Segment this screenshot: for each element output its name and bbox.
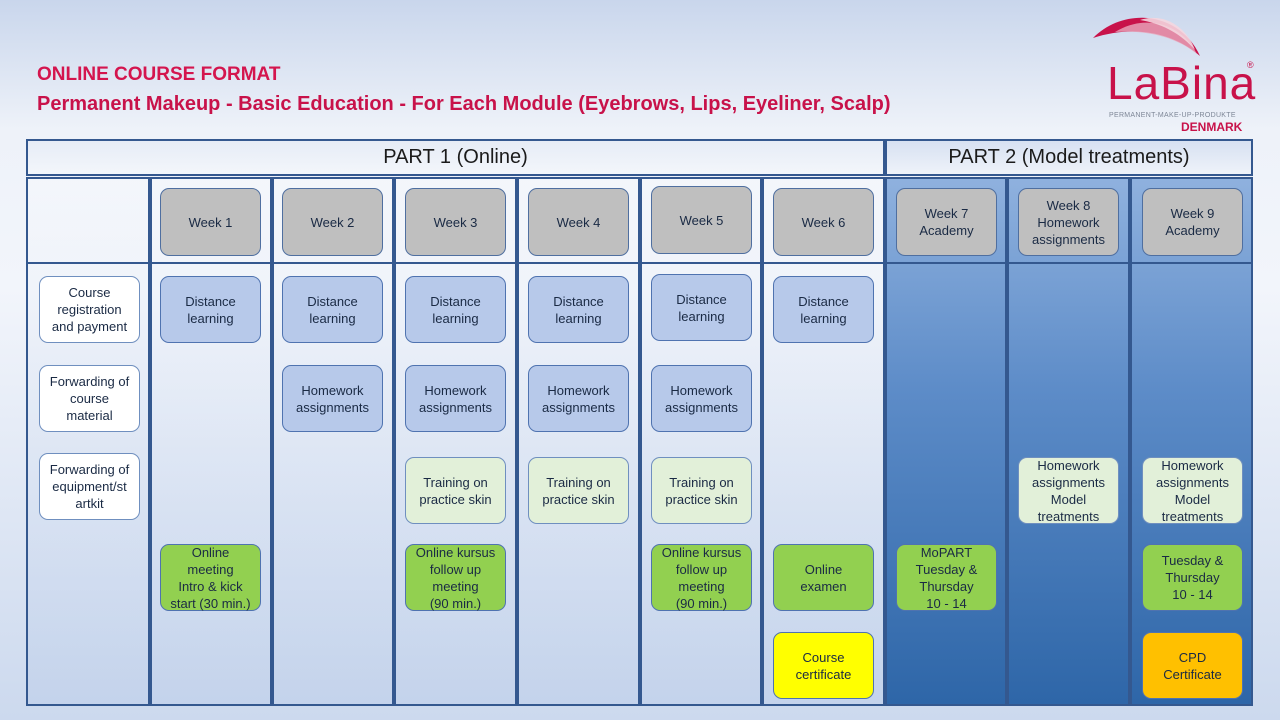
course-registration-box: Course registration and payment: [39, 276, 140, 343]
logo-registered-mark: ®: [1247, 60, 1254, 70]
week1-online-meeting: Online meeting Intro & kick start (30 mi…: [160, 544, 261, 611]
column-week6: [762, 177, 885, 706]
equipment-starterkit-box: Forwarding of equipment/st artkit: [39, 453, 140, 520]
week3-followup-meeting: Online kursus follow up meeting (90 min.…: [405, 544, 506, 611]
logo-brand: LaBina: [1107, 57, 1257, 109]
column-week1: [150, 177, 272, 706]
week2-distance-learning: Distance learning: [282, 276, 383, 343]
cpd-certificate-box: CPD Certificate: [1142, 632, 1243, 699]
part2-header: PART 2 (Model treatments): [885, 139, 1253, 176]
course-material-box: Forwarding of course material: [39, 365, 140, 432]
week4-distance-learning: Distance learning: [528, 276, 629, 343]
column-preparation: [26, 177, 150, 706]
week-1-box: Week 1: [160, 188, 261, 256]
page-subtitle: Permanent Makeup - Basic Education - For…: [37, 93, 891, 115]
labina-logo: LaBina ® PERMANENT-MAKE-UP-PRODUKTE DENM…: [1085, 8, 1265, 138]
week-9-box: Week 9 Academy: [1142, 188, 1243, 256]
week-2-box: Week 2: [282, 188, 383, 256]
column-week5: [640, 177, 762, 706]
column-week2: [272, 177, 394, 706]
week3-homework: Homework assignments: [405, 365, 506, 432]
week-7-box: Week 7 Academy: [896, 188, 997, 256]
logo-country: DENMARK: [1181, 120, 1243, 134]
week7-mopart-sessions: MoPART Tuesday & Thursday 10 - 14: [896, 544, 997, 611]
week5-homework: Homework assignments: [651, 365, 752, 432]
week8-homework-model: Homework assignments Model treatments: [1018, 457, 1119, 524]
week3-training: Training on practice skin: [405, 457, 506, 524]
week2-homework: Homework assignments: [282, 365, 383, 432]
week9-sessions: Tuesday & Thursday 10 - 14: [1142, 544, 1243, 611]
column-week7: [885, 177, 1007, 706]
week6-online-exam: Online examen: [773, 544, 874, 611]
part1-header: PART 1 (Online): [26, 139, 885, 176]
week5-distance-learning: Distance learning: [651, 274, 752, 341]
column-week8: [1007, 177, 1130, 706]
week4-training: Training on practice skin: [528, 457, 629, 524]
logo-tagline: PERMANENT-MAKE-UP-PRODUKTE: [1109, 112, 1236, 119]
logo-swoosh-icon: [1093, 17, 1200, 56]
header-row-divider: [26, 262, 1253, 264]
week-4-box: Week 4: [528, 188, 629, 256]
column-week9: [1130, 177, 1253, 706]
week6-distance-learning: Distance learning: [773, 276, 874, 343]
week-3-box: Week 3: [405, 188, 506, 256]
week4-homework: Homework assignments: [528, 365, 629, 432]
week5-followup-meeting: Online kursus follow up meeting (90 min.…: [651, 544, 752, 611]
week-5-box: Week 5: [651, 186, 752, 254]
week9-homework-model: Homework assignments Model treatments: [1142, 457, 1243, 524]
column-week4: [517, 177, 640, 706]
week1-distance-learning: Distance learning: [160, 276, 261, 343]
week3-distance-learning: Distance learning: [405, 276, 506, 343]
page-title: ONLINE COURSE FORMAT: [37, 64, 281, 85]
course-certificate-box: Course certificate: [773, 632, 874, 699]
column-week3: [394, 177, 517, 706]
week-8-box: Week 8 Homework assignments: [1018, 188, 1119, 256]
week5-training: Training on practice skin: [651, 457, 752, 524]
week-6-box: Week 6: [773, 188, 874, 256]
